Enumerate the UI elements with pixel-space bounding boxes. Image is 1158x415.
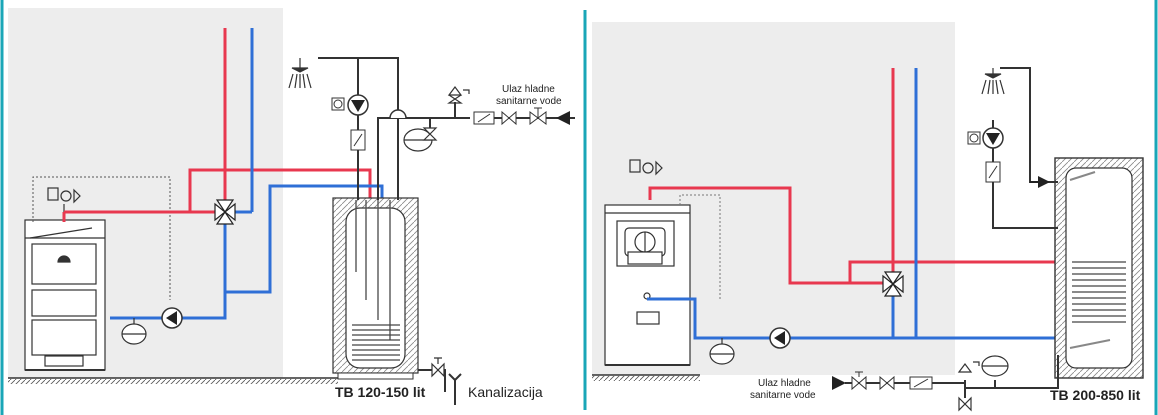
solid-fuel-boiler bbox=[24, 219, 106, 371]
recirculation-pump-timer-icon bbox=[331, 94, 369, 116]
check-valve-left-icon bbox=[350, 129, 366, 151]
floor-hatch bbox=[8, 379, 338, 384]
check-valve-inlet-right-icon bbox=[879, 375, 895, 391]
filter-right-icon bbox=[909, 376, 933, 390]
shower-head-right-icon bbox=[981, 68, 1005, 95]
right-cold-inlet-label-2: sanitarne vode bbox=[750, 390, 816, 401]
safety-valve-dhw-icon bbox=[447, 86, 470, 104]
shutoff-valve-right-icon bbox=[851, 371, 867, 391]
drain-valve-icon bbox=[431, 357, 445, 378]
check-valve-line-icon bbox=[501, 110, 517, 126]
expansion-vessel-icon bbox=[121, 318, 147, 345]
shutoff-valve-icon bbox=[529, 107, 547, 125]
cold-inlet-arrow-right-icon bbox=[832, 376, 846, 390]
cold-inlet-arrow-icon bbox=[556, 111, 570, 125]
right-tank-label: TB 200-850 lit bbox=[1050, 387, 1141, 403]
three-way-mixing-valve-right-icon bbox=[882, 271, 904, 297]
storage-tank-right bbox=[1054, 157, 1144, 379]
cold-water-pipes-right bbox=[647, 68, 1058, 340]
hot-water-pipes bbox=[62, 28, 372, 222]
drain-valve-right-icon bbox=[958, 396, 972, 412]
expansion-vessel-right-icon bbox=[709, 338, 735, 365]
safety-valve-dhw-right-icon bbox=[957, 361, 980, 373]
left-cold-inlet-label-2: sanitarne vode bbox=[496, 96, 562, 107]
safety-valve-group-right-icon bbox=[629, 159, 663, 176]
circulation-pump-right-icon bbox=[769, 327, 791, 349]
ball-valve-icon bbox=[422, 124, 438, 141]
shower-head-icon bbox=[288, 58, 312, 89]
right-panel: Ulaz hladne sanitarne vode TB 200-850 li… bbox=[592, 22, 1144, 412]
recirculation-pump-timer-right-icon bbox=[967, 127, 1004, 149]
expansion-vessel-dhw-right-icon bbox=[981, 355, 1009, 377]
drain-line bbox=[418, 369, 462, 405]
left-tank-label: TB 120-150 lit bbox=[335, 384, 426, 400]
left-cold-inlet-label-1: Ulaz hladne bbox=[502, 84, 555, 95]
safety-valve-group-icon bbox=[47, 187, 81, 212]
tank-loop-icon bbox=[389, 109, 407, 119]
circulation-pump-icon bbox=[161, 307, 183, 329]
filter-icon bbox=[473, 111, 495, 125]
left-panel: Ulaz hladne sanitarne vode TB 120-150 li… bbox=[8, 8, 575, 405]
right-cold-inlet-label-1: Ulaz hladne bbox=[758, 378, 811, 389]
three-way-mixing-valve-icon bbox=[214, 199, 236, 225]
drain-label: Kanalizacija bbox=[468, 384, 543, 400]
storage-tank-left bbox=[332, 197, 419, 380]
boiler-right bbox=[604, 204, 691, 366]
cold-water-pipes bbox=[110, 28, 384, 320]
check-valve-right-icon bbox=[985, 161, 1001, 183]
hot-water-pipes-right bbox=[648, 68, 1058, 285]
